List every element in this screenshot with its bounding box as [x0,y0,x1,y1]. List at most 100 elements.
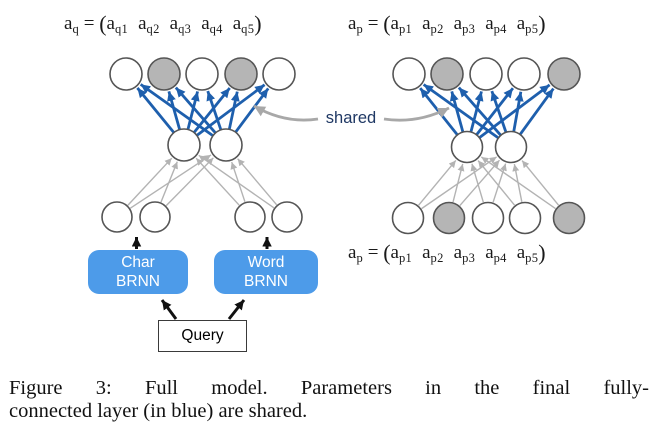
query-network-gray-edge [230,161,246,203]
passage-network-gray-edge [470,163,484,203]
passage-network-input-node-shaded [552,201,586,235]
formula-part: q5 [241,22,255,36]
passage-network-gray-edge [521,160,560,206]
formula-part: p [356,22,363,36]
query-network-gray-edge [237,158,278,206]
formula-part: ( [383,240,391,265]
formula-part: p [356,251,363,265]
figure-caption: Figure 3: Full model. Parameters in the … [9,377,649,423]
query-network-blue-edge [174,86,218,136]
word-brnn-label-line2: BRNN [244,273,288,290]
passage-network-gray-edge [421,156,497,210]
formula-part: p1 [398,22,413,36]
passage-network-blue-edge [517,87,555,137]
query-network-input-node [101,201,133,233]
formula-part: p3 [462,22,476,36]
formula-part: = [363,242,384,263]
passage-network-input-node-shaded [432,201,466,235]
shared-pointer-arrows [253,104,450,122]
formula-part: p4 [493,22,507,36]
query-network-output-node [185,57,219,91]
formula-part: a [422,13,431,34]
formula-part: a [106,13,115,34]
formula-part: q2 [146,22,160,36]
caption-line-1: Figure 3: Full model. Parameters in the … [9,377,649,399]
formula-part: ) [538,11,546,36]
formula-part: a [138,13,147,34]
passage-network-blue-edge [511,91,524,134]
formula-part: p5 [525,22,539,36]
query-network-input-node [271,201,303,233]
shared-arrow [383,106,450,122]
black-arrow [227,299,246,320]
formula-part: p1 [398,251,413,265]
passage-network-output-node [469,57,503,91]
formula-part: a [453,13,463,34]
passage-network-blue-edge [490,90,508,135]
char-brnn-label-line1: Char [121,254,155,271]
query-network-blue-edge [139,83,216,139]
query-network-gray-edge [195,157,240,206]
query-network-gray-edge [165,157,214,207]
formula-part: a [348,13,357,34]
formula-part: a [485,13,494,34]
flow-arrows [131,237,272,320]
query-network-input-node [139,201,171,233]
query-network-blue-edge [136,87,177,136]
query-network-gray-edge [198,154,275,209]
formula-part: p3 [462,251,476,265]
formula-part: p4 [493,251,507,265]
passage-network-gray-edge [418,160,457,206]
passage-network-hidden-node [494,130,528,164]
query-network-hidden-node [209,128,243,162]
formula-part: q [72,22,79,36]
passage-network-blue-edge [422,83,501,141]
caption-line-2: connected layer (in blue) are shared. [9,400,308,422]
formula-part: a [453,242,463,263]
query-network-output-node [109,57,143,91]
formula-part: a [169,13,179,34]
passage-network-output-node-shaded [430,57,464,91]
shared-label: shared [325,109,377,127]
formula-part: a [485,242,494,263]
shared-arrow [253,104,319,122]
passage-network-input-node [391,201,425,235]
query-network-output-node-shaded [147,57,181,91]
passage-network-hidden-node [450,130,484,164]
query-network-hidden-node [167,128,201,162]
passage-network-gray-edge [452,163,465,203]
shared-fc-edges [136,83,555,141]
word-brnn-label-line1: Word [247,254,285,271]
query-box: Query [158,320,247,352]
passage-network-blue-edge [449,90,465,135]
query-network-blue-edge [194,83,266,138]
word-brnn-box: Word BRNN [214,250,318,294]
formula-part: q4 [209,22,223,36]
query-network-blue-edge [167,90,182,132]
formula-part: q1 [114,22,129,36]
char-brnn-box: Char BRNN [88,250,188,294]
formula-part: p2 [430,251,444,265]
formula-part: ( [99,11,107,36]
passage-network-blue-edge [476,83,551,141]
model-diagram [101,57,586,320]
query-network-blue-edge [206,90,223,133]
black-arrow [160,299,178,320]
formula-part: a [516,13,526,34]
query-network-input-node [234,201,266,233]
network-nodes [101,57,586,235]
passage-network-gray-edge [480,156,556,210]
query-network-blue-edge [233,87,270,135]
passage-network-blue-edge [469,91,484,135]
formula-part: ) [538,240,546,265]
formula-part: a [64,13,73,34]
formula-part: a [422,242,431,263]
formula-part: a [232,13,242,34]
formula-part: a [516,242,526,263]
query-network-gray-edge [127,157,173,206]
query-network-blue-edge [227,91,240,132]
query-network-gray-edge [160,161,178,203]
